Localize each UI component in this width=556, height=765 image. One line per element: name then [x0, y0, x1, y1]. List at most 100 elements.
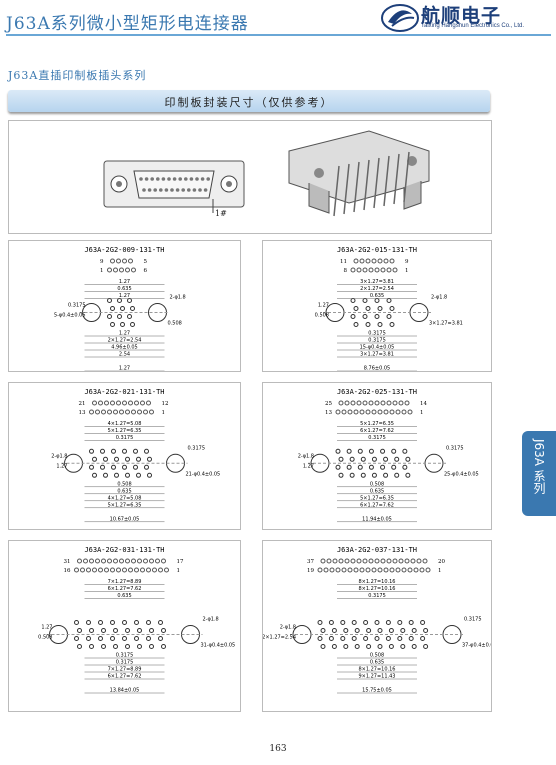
pin-dot: [386, 267, 392, 273]
footprint-pin: [100, 464, 105, 470]
footprint-pin: [340, 636, 346, 641]
pin-dot: [368, 400, 374, 406]
dimension-label: 1.27: [318, 303, 329, 309]
pin-dot: [131, 267, 136, 273]
footprint-pin: [400, 644, 406, 649]
dimension-label: 1.27: [56, 463, 67, 469]
footprint-pin: [351, 636, 357, 641]
pin-dot: [74, 567, 79, 573]
footprint-pin: [146, 636, 151, 641]
pin-dot: [128, 567, 133, 573]
footprint-pin: [317, 620, 323, 625]
front-pin: [147, 188, 152, 192]
dimension-label: 10.67±0.05: [110, 516, 140, 522]
dimension-label: 1.27: [119, 366, 130, 372]
pin-dot: [113, 267, 118, 273]
pin-dot: [344, 558, 350, 564]
pin-dot: [320, 558, 326, 564]
header-rule: [6, 34, 551, 36]
dimension-label: 0.635: [117, 488, 131, 494]
pin-dot: [113, 409, 118, 415]
pin-dot: [149, 558, 154, 564]
pin-dot: [344, 400, 350, 406]
dimension-label: 1.27: [119, 279, 130, 285]
front-pin: [175, 188, 180, 192]
pin-dot: [323, 567, 329, 573]
pin-dot: [338, 558, 344, 564]
pin-dot: [365, 567, 371, 573]
footprint-pin: [386, 298, 392, 303]
count-label: 20: [438, 559, 445, 565]
footprint-pin: [402, 464, 408, 470]
footprint-pin: [136, 472, 141, 478]
count-label: 5: [144, 259, 148, 265]
pin-dot: [350, 400, 356, 406]
pin-dot: [128, 258, 133, 264]
front-pin: [164, 188, 169, 192]
footprint-pin: [133, 464, 138, 470]
dimension-label: 4×1.27=5.08: [108, 421, 142, 427]
footprint-pin: [383, 456, 389, 462]
count-label: 9: [100, 259, 104, 265]
dimension-label: 0.508: [370, 481, 384, 487]
footprint-pin: [360, 456, 366, 462]
count-label: 17: [177, 559, 184, 565]
dimension-label: 6×1.27=7.62: [360, 502, 394, 508]
pin-dot: [110, 400, 115, 406]
diagram-title: J63A-2G2-015-131-TH: [337, 246, 417, 254]
footprint-pin: [149, 644, 154, 649]
footprint-pin: [343, 644, 349, 649]
dimension-label: 0.635: [117, 593, 131, 599]
footprint-pin: [122, 448, 127, 454]
dimension-label: 2-φ1.8: [431, 295, 447, 301]
pin-dot: [125, 558, 130, 564]
diagram-title: J63A-2G2-037-131-TH: [337, 546, 417, 554]
pin-dot: [92, 567, 97, 573]
dimension-label: 8×1.27=10.16: [358, 579, 395, 585]
dimension-label: 0.508: [117, 481, 131, 487]
count-label: 1: [438, 568, 442, 574]
pin-dot: [107, 267, 112, 273]
footprint-pin: [386, 314, 392, 319]
footprint-pin: [122, 620, 127, 625]
band-title: 印制板封装尺寸（仅供参考）: [164, 96, 334, 109]
footprint-pin: [377, 644, 383, 649]
dimension-label: 8×1.27=10.16: [358, 586, 395, 592]
footprint-pin: [144, 464, 149, 470]
front-pin: [206, 177, 210, 181]
footprint-pin: [147, 472, 152, 478]
footprint-pin: [363, 620, 369, 625]
pin-dot: [137, 409, 142, 415]
footprint-pin: [408, 620, 414, 625]
dimension-label: 0.3175: [68, 303, 86, 309]
footprint-pin: [385, 620, 391, 625]
footprint-pin: [360, 472, 366, 478]
pin-dot: [122, 258, 127, 264]
pin-dot: [119, 558, 124, 564]
footprint-pin: [114, 456, 119, 462]
connector-front-view: [103, 130, 430, 217]
footprint-pin: [420, 636, 426, 641]
pin-dot: [140, 400, 145, 406]
footprint-pin: [77, 628, 82, 633]
dimension-label: 13.84±0.05: [110, 688, 140, 694]
dimension-label: 2×1.27=2.54: [108, 338, 142, 344]
dimension-label: 4.96±0.05: [111, 345, 137, 351]
count-label: 1: [420, 410, 424, 416]
footprint-pin: [377, 306, 383, 311]
pin-dot: [95, 409, 100, 415]
dimension-label: 37-φ0.4±0.05: [462, 643, 491, 649]
count-label: 37: [307, 559, 314, 565]
pin-dot: [365, 409, 371, 415]
footprint-pin: [146, 620, 151, 625]
footprint-pin: [391, 448, 397, 454]
dimension-label: 6×1.27=7.62: [360, 428, 394, 434]
dimension-label: 5×1.27=6.35: [360, 495, 394, 501]
footprint-pin: [149, 628, 154, 633]
connector-views-panel: 1#: [8, 120, 492, 234]
footprint-pin: [74, 636, 79, 641]
footprint-pin: [402, 448, 408, 454]
dimension-label: 1.27: [41, 625, 52, 631]
dimension-label: 0.3175: [368, 331, 386, 337]
